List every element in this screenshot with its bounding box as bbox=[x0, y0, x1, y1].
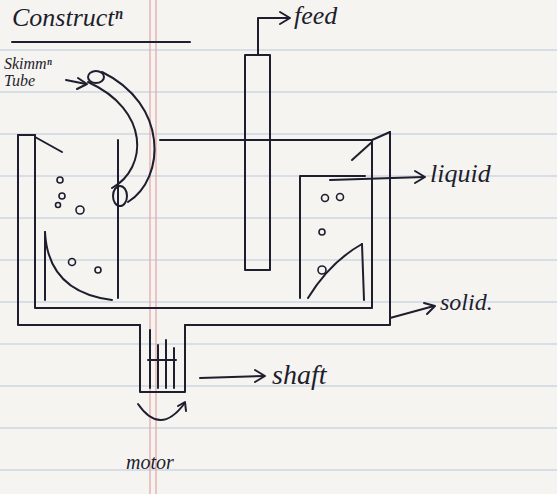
paper-lines bbox=[0, 50, 557, 470]
heading: Constructⁿ bbox=[12, 4, 123, 31]
part-label: shaft bbox=[272, 360, 326, 389]
part-label: solid. bbox=[440, 290, 493, 315]
bowl-drawing bbox=[12, 12, 435, 420]
part-label: Skimmⁿ Tube bbox=[4, 56, 62, 90]
part-label: feed bbox=[294, 2, 337, 29]
part-label: motor bbox=[126, 452, 174, 473]
title-underline bbox=[12, 41, 190, 43]
liquid-bubbles bbox=[56, 177, 344, 274]
part-label: liquid bbox=[430, 160, 491, 187]
